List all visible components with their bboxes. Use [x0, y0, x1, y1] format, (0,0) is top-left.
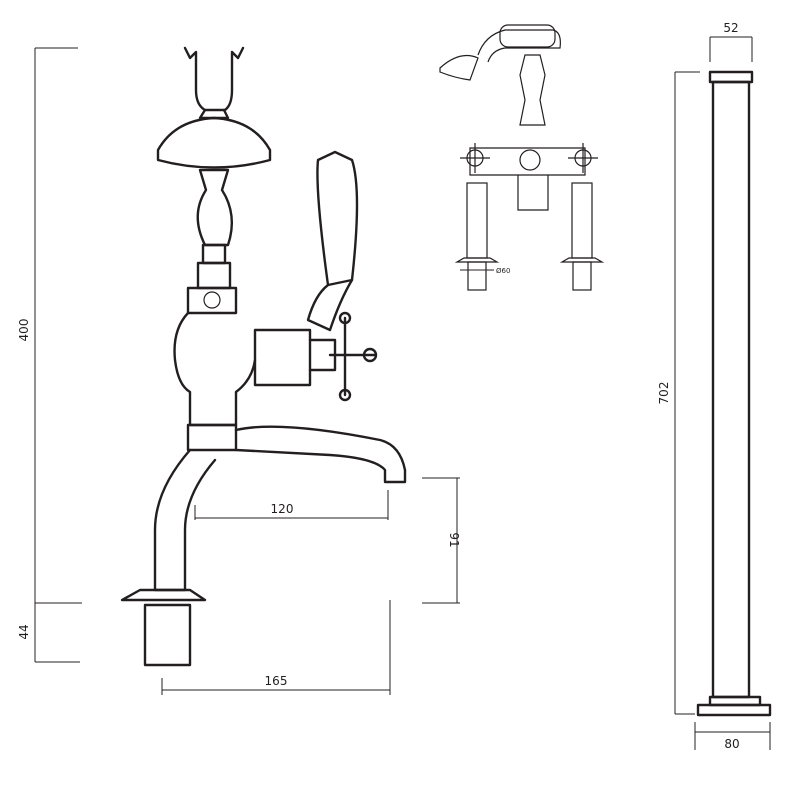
shank [143, 603, 192, 667]
tap-front-view [439, 24, 605, 291]
dim-165: 165 [265, 674, 288, 688]
dimension-lines [34, 47, 460, 695]
dim-80: 80 [724, 737, 739, 751]
handset-handle [196, 168, 234, 247]
dim-diameter-60: Ø60 [496, 267, 510, 275]
tap-side-view [120, 46, 407, 667]
flange [120, 588, 207, 602]
dim-400: 400 [17, 319, 31, 342]
leg-pillar [674, 36, 772, 750]
cross-handle [328, 316, 377, 397]
lever-handle [316, 150, 359, 287]
shower-head [156, 116, 272, 169]
dim-91: 91 [447, 532, 461, 547]
pillar-leg [153, 448, 217, 592]
leg-column [711, 80, 751, 699]
dim-702: 702 [657, 382, 671, 405]
leg-base [696, 703, 772, 717]
nut [186, 286, 238, 315]
dim-52: 52 [723, 21, 738, 35]
spout [234, 425, 407, 484]
dim-44: 44 [17, 624, 31, 639]
dim-120: 120 [271, 502, 294, 516]
body [173, 311, 257, 427]
wall-bracket [183, 46, 245, 112]
valve-body [253, 328, 312, 387]
small-shower-head [439, 55, 479, 81]
leg-top-cap [708, 70, 754, 84]
